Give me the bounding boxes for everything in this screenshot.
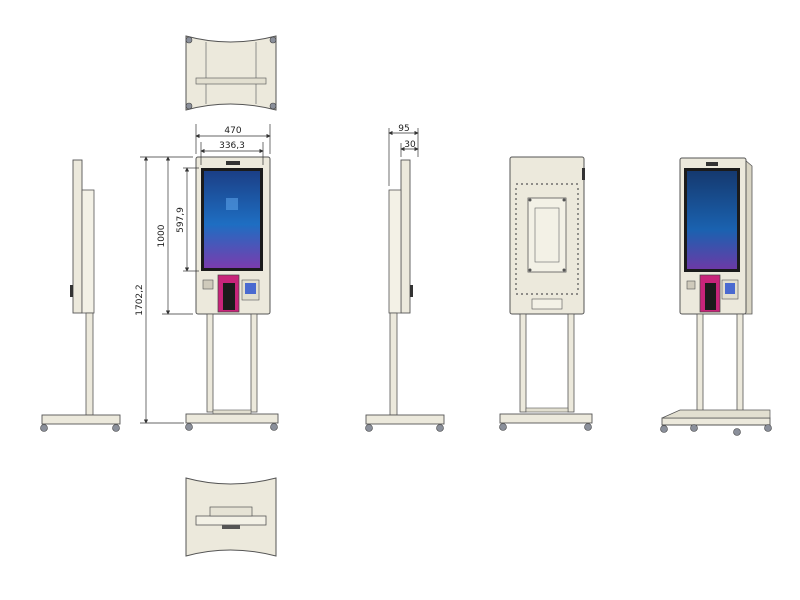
dim-width-total: 470	[224, 126, 241, 136]
dim-width-screen: 336,3	[219, 141, 245, 151]
rear-view	[499, 156, 593, 431]
dim-depth-total: 95	[398, 124, 409, 134]
right-side-view	[365, 159, 445, 432]
dim-height-kiosk: 1000	[157, 224, 167, 247]
left-side-view	[40, 159, 121, 432]
top-view	[185, 35, 277, 111]
front-view	[185, 156, 279, 431]
isometric-view	[660, 157, 772, 436]
dim-height-overall: 1702,2	[135, 284, 145, 316]
bottom-view	[185, 477, 277, 557]
dim-height-screen: 597,9	[176, 207, 186, 233]
dim-depth-panel: 30	[404, 140, 416, 150]
front-dimensions	[140, 124, 271, 424]
side-dimensions	[388, 128, 419, 186]
